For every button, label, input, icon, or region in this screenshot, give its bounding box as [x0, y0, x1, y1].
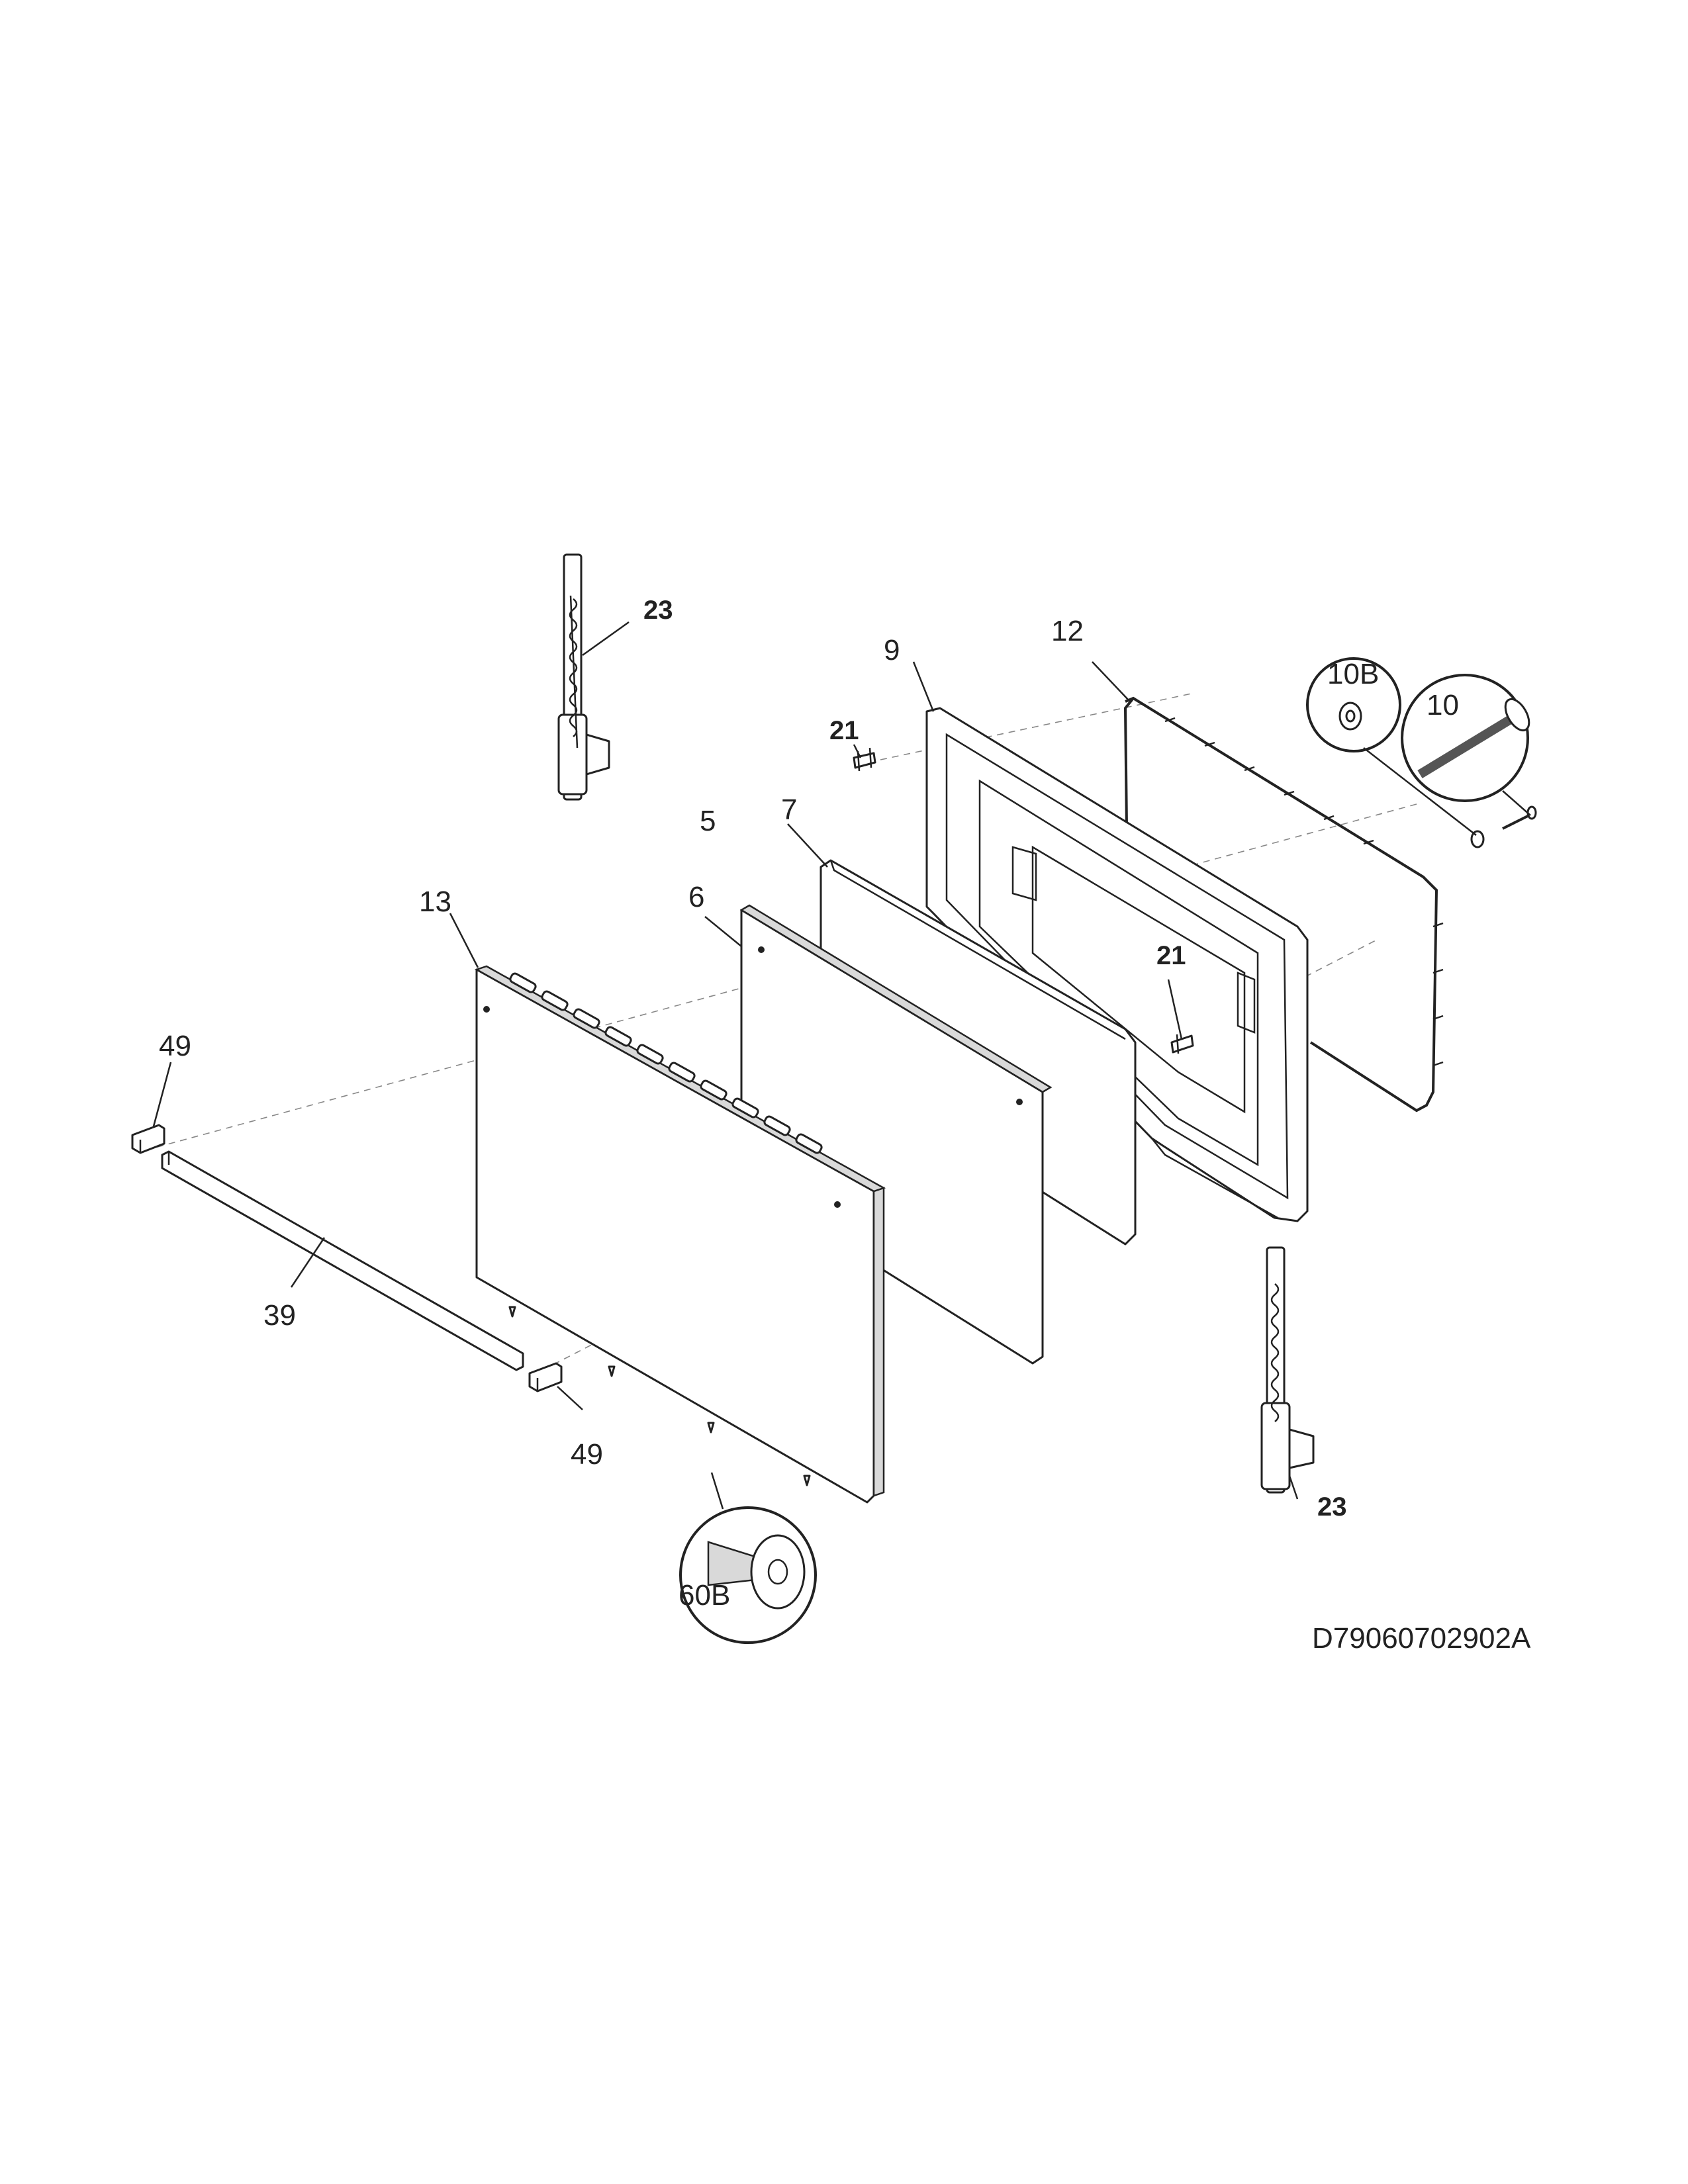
- end-cap-left: [131, 1124, 165, 1154]
- label-hinge-lower: 23: [1317, 1492, 1347, 1522]
- label-screw-10: 10: [1427, 689, 1459, 721]
- leader-lines: [152, 621, 1299, 1500]
- screw-part: [1502, 805, 1537, 830]
- washer-part: [1470, 830, 1485, 848]
- inner-door: [925, 707, 1309, 1222]
- label-insulation-thin: 6: [688, 881, 704, 913]
- label-door-gasket: 12: [1051, 615, 1084, 647]
- label-screw-60b: 60B: [679, 1579, 730, 1612]
- diagram-code: D79060702902A: [1312, 1622, 1531, 1655]
- label-clip-upper: 21: [829, 716, 859, 745]
- label-clip-lower: 21: [1156, 941, 1186, 970]
- panel-screws: [508, 1306, 811, 1486]
- label-insulation-group: 5: [700, 805, 716, 837]
- upper-hinge: [557, 553, 610, 801]
- lower-hinge: [1260, 1246, 1315, 1494]
- label-hinge-upper: 23: [643, 596, 673, 625]
- label-inner-door: 9: [884, 634, 900, 666]
- door-gasket: [1123, 696, 1444, 1113]
- label-end-cap-left: 49: [159, 1030, 191, 1062]
- callout-10: [1401, 674, 1531, 816]
- outer-door-panel: [474, 965, 886, 1504]
- handle-trim: [161, 1150, 524, 1371]
- callout-10b: [1306, 657, 1477, 836]
- label-end-cap-right: 49: [571, 1438, 603, 1471]
- label-outer-door-panel: 13: [419, 886, 451, 918]
- callout-60b: [679, 1472, 817, 1644]
- end-cap-right: [528, 1362, 563, 1392]
- label-washer-10b: 10B: [1327, 658, 1379, 690]
- lower-clip: [1170, 1034, 1194, 1054]
- label-insulation-thick: 7: [781, 794, 797, 826]
- vent-slots: [509, 972, 823, 1154]
- label-handle-trim: 39: [263, 1299, 296, 1332]
